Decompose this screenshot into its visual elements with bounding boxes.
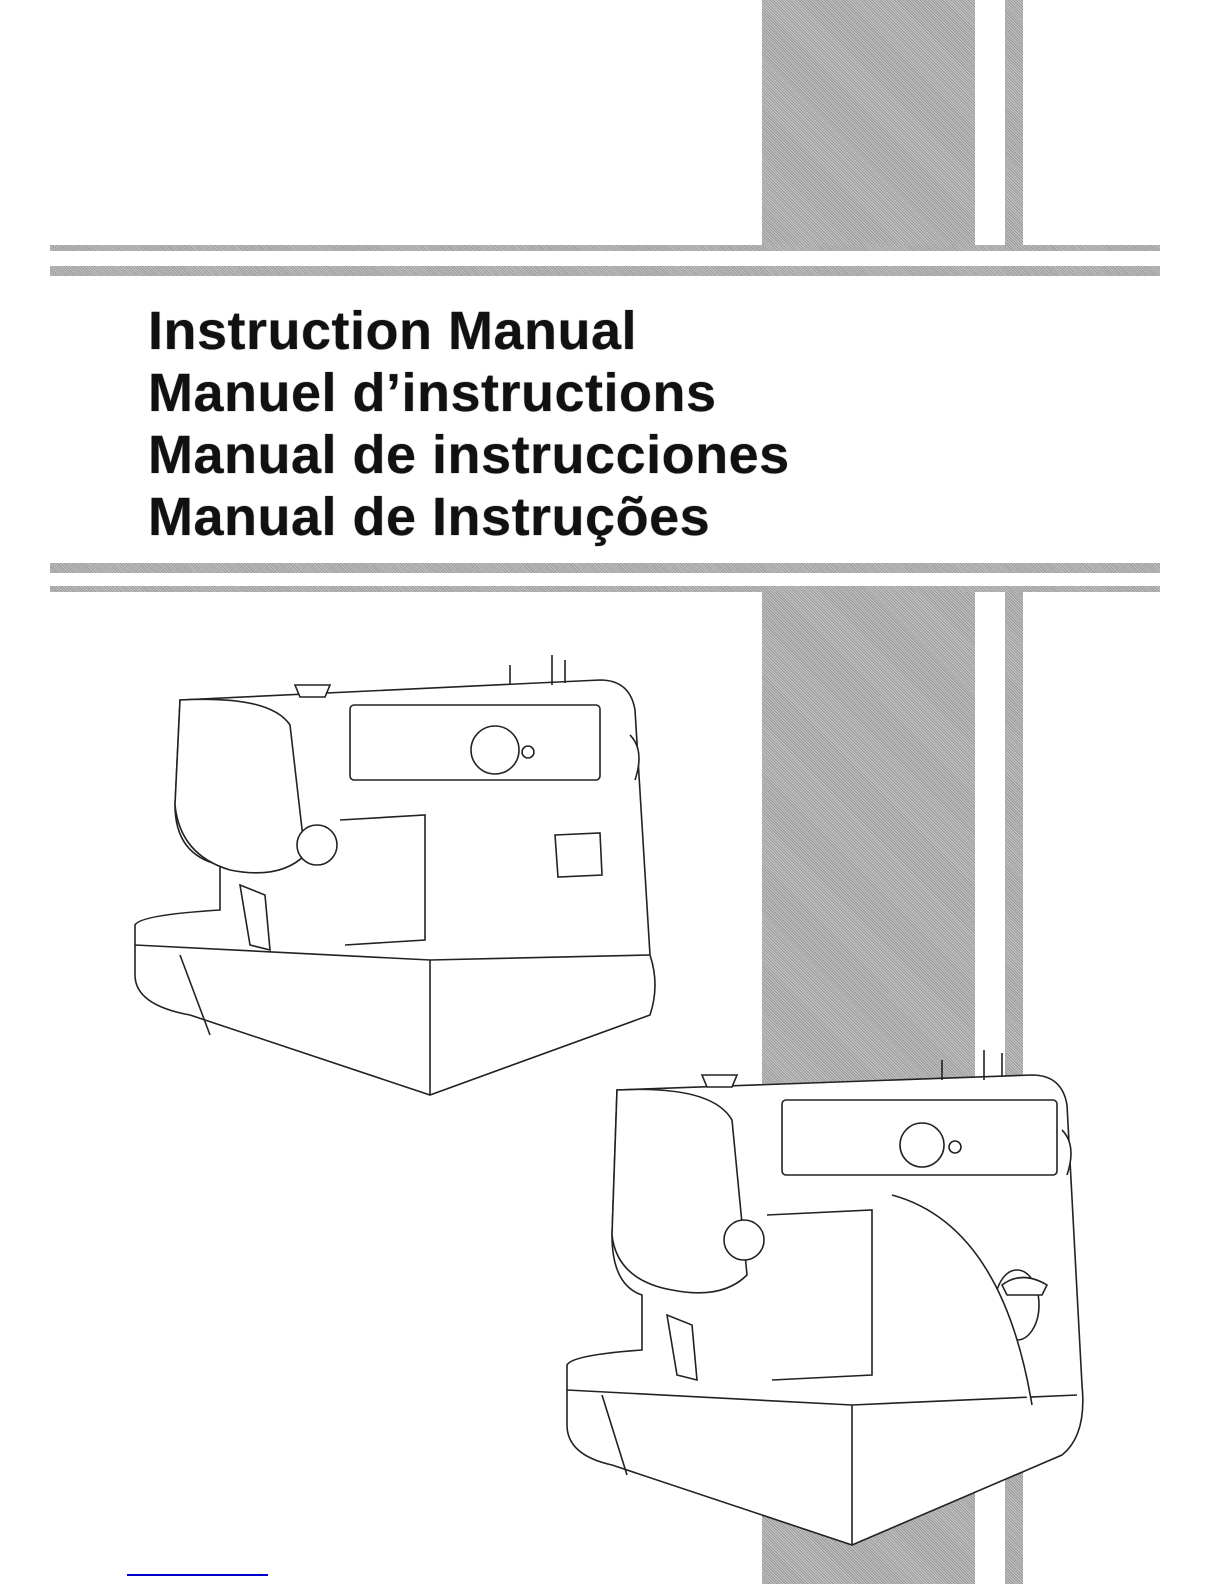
vertical-bar-narrow-top [1005, 0, 1023, 250]
title-english: Instruction Manual [148, 301, 638, 361]
title-portuguese: Manual de Instruções [148, 487, 711, 547]
top-rule-2 [50, 266, 1160, 276]
title-spanish: Manual de instrucciones [148, 425, 790, 485]
vertical-bar-wide-top [762, 0, 975, 250]
sewing-machine-illustration-1 [134, 655, 656, 1096]
bottom-rule-2 [50, 586, 1160, 592]
bottom-rule-1 [50, 563, 1160, 573]
sewing-machine-illustration-2 [566, 1050, 1084, 1546]
link-underline[interactable] [127, 1574, 268, 1576]
top-rule-1 [50, 245, 1160, 251]
title-french: Manuel d’instructions [148, 363, 717, 423]
title-block: Instruction Manual Manuel d’instructions… [148, 300, 790, 548]
